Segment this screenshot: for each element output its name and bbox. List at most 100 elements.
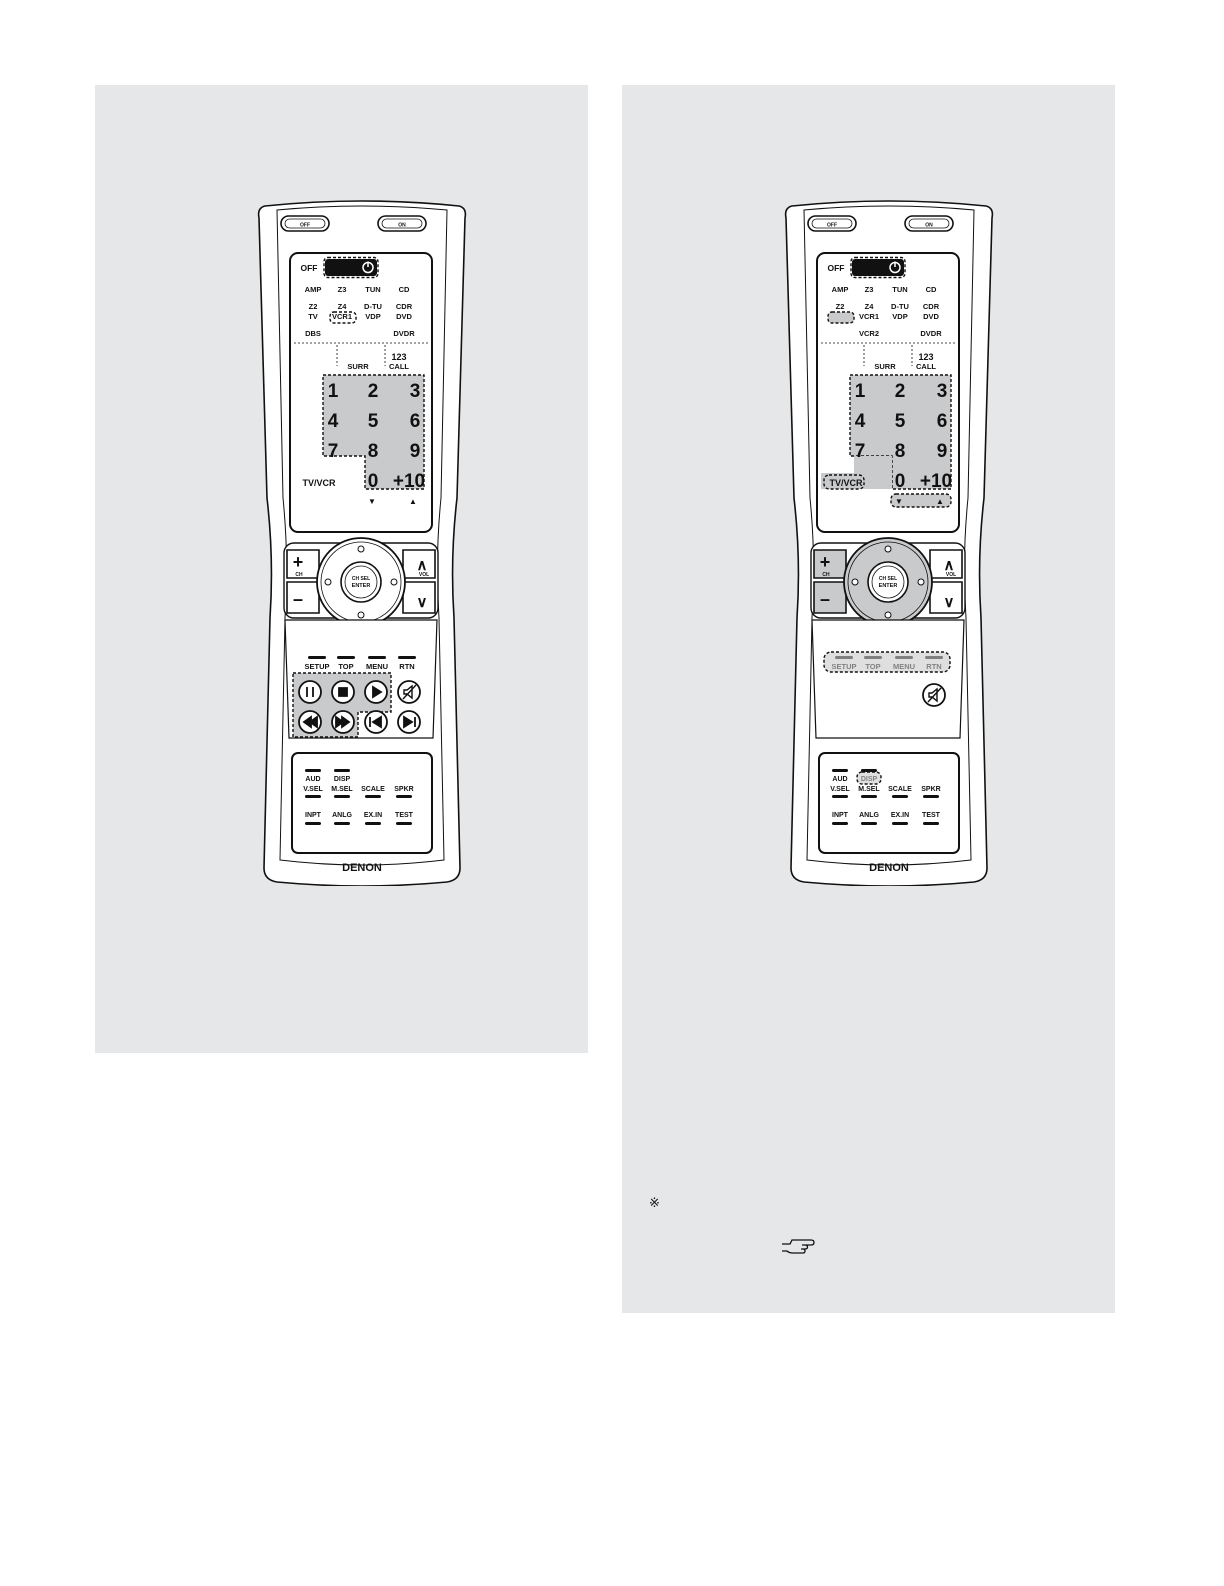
setting-key-lowbar-2	[365, 822, 381, 825]
digit-key-7: 7	[328, 441, 339, 462]
setting-key-bar-aud	[832, 769, 848, 772]
digit-key-0: 0	[368, 471, 379, 492]
source-key-dbs: DBS	[305, 329, 321, 338]
on-button-label: ON	[398, 223, 406, 229]
channel-down-icon: –	[820, 589, 830, 609]
digit-key-1: 1	[328, 381, 339, 402]
src-on-highlight	[325, 259, 377, 276]
source-key-z2: Z2	[309, 302, 318, 311]
setting-key-bar-disp	[861, 769, 877, 772]
setting-key-lowbar-1	[334, 822, 350, 825]
setting-key-ex-in: EX.IN	[364, 812, 382, 819]
on-button-label: ON	[925, 223, 933, 229]
menu-key-bar-top	[337, 656, 355, 659]
vcr1-marker	[329, 311, 357, 324]
skip-back-icon	[369, 715, 382, 729]
menu-key-bar-menu	[368, 656, 386, 659]
page-up-key: ▲	[409, 497, 417, 506]
menu-keys-marker	[823, 651, 951, 673]
volume-down-icon: ∨	[417, 594, 428, 611]
digit-key-4: 4	[855, 411, 866, 432]
setting-key-aud: AUD	[305, 776, 320, 783]
off-button-inner	[284, 218, 326, 229]
channel-label: CH	[295, 572, 303, 578]
src-on-label: SRC ON	[328, 263, 361, 273]
off-label: OFF	[828, 263, 845, 273]
source-key-cdr: CDR	[923, 302, 940, 311]
tv-marker	[827, 311, 855, 324]
enter-button	[867, 561, 909, 603]
setting-key-spkr: SPKR	[921, 786, 940, 793]
channel-down-icon: –	[293, 589, 303, 609]
volume-up-icon: ∧	[417, 557, 428, 574]
setting-key-disp: DISP	[334, 776, 351, 783]
mute-icon	[927, 687, 942, 703]
volume-up-icon: ∧	[944, 557, 955, 574]
setting-key-v-sel: V.SEL	[830, 786, 850, 793]
tv-vcr-highlight	[821, 456, 892, 489]
channel-up-icon: +	[820, 552, 831, 572]
setting-key-test: TEST	[395, 812, 414, 819]
source-key-vcr1: VCR1	[859, 312, 879, 321]
off-label: OFF	[301, 263, 318, 273]
digit-key-plus10: +10	[393, 471, 425, 492]
play-icon	[372, 685, 383, 699]
digit-key-3: 3	[937, 381, 948, 402]
source-key-vcr2: VCR2	[859, 329, 879, 338]
denon-logo: DENON	[342, 862, 382, 874]
digit-key-8: 8	[368, 441, 379, 462]
digit-key-3: 3	[410, 381, 421, 402]
setting-key-underbar-2	[365, 795, 381, 798]
setting-key-underbar-1	[334, 795, 350, 798]
setting-key-m-sel: M.SEL	[331, 786, 353, 793]
setting-key-lowbar-1	[861, 822, 877, 825]
setting-key-anlg: ANLG	[859, 812, 879, 819]
on-button-inner	[381, 218, 423, 229]
digit-key-6: 6	[410, 411, 421, 432]
source-key-z3: Z3	[865, 285, 874, 294]
menu-key-top: TOP	[338, 662, 353, 671]
channel-label: CH	[822, 572, 830, 578]
setting-key-m-sel: M.SEL	[858, 786, 880, 793]
rewind-icon	[302, 715, 318, 729]
digit-key-5: 5	[368, 411, 379, 432]
setting-key-underbar-0	[832, 795, 848, 798]
page-up-key-shown: ▲	[936, 497, 944, 506]
enter-button	[340, 561, 382, 603]
digit-key-4: 4	[328, 411, 339, 432]
numeric-mode-key: 123	[918, 352, 933, 362]
source-key-dvdr: DVDR	[920, 329, 942, 338]
source-key-amp: AMP	[305, 285, 322, 294]
setting-key-spkr: SPKR	[394, 786, 413, 793]
menu-key-bar-setup	[308, 656, 326, 659]
page-keys-marker	[890, 493, 952, 508]
digit-key-7: 7	[855, 441, 866, 462]
settings-panel	[291, 752, 433, 854]
mute-icon	[402, 684, 417, 700]
stop-icon	[338, 687, 348, 697]
source-key-dvdr: DVDR	[393, 329, 415, 338]
digit-key-5: 5	[895, 411, 906, 432]
numeric-mode-key: 123	[391, 352, 406, 362]
page-down-key: ▼	[368, 497, 376, 506]
source-key-vcr1: VCR1	[332, 312, 352, 321]
enter-label: ENTER	[352, 583, 371, 589]
menu-key-rtn: RTN	[399, 662, 414, 671]
volume-label: VOL	[946, 572, 956, 578]
setting-key-ex-in: EX.IN	[891, 812, 909, 819]
cursor-right-dot	[917, 578, 925, 586]
enter-label: ENTER	[879, 583, 898, 589]
on-button-inner	[908, 218, 950, 229]
source-key-d-tu: D-TU	[364, 302, 382, 311]
enter-button-inner	[871, 565, 905, 599]
page-down-key-shown: ▼	[895, 497, 903, 506]
source-key-dvd: DVD	[923, 312, 939, 321]
setting-key-test: TEST	[922, 812, 941, 819]
menu-key-setup: SETUP	[304, 662, 329, 671]
source-key-vdp: VDP	[892, 312, 907, 321]
transport-section	[811, 619, 965, 739]
source-key-tv: TV	[308, 312, 318, 321]
channel-up-icon: +	[293, 552, 304, 572]
off-button-label: OFF	[300, 223, 310, 229]
